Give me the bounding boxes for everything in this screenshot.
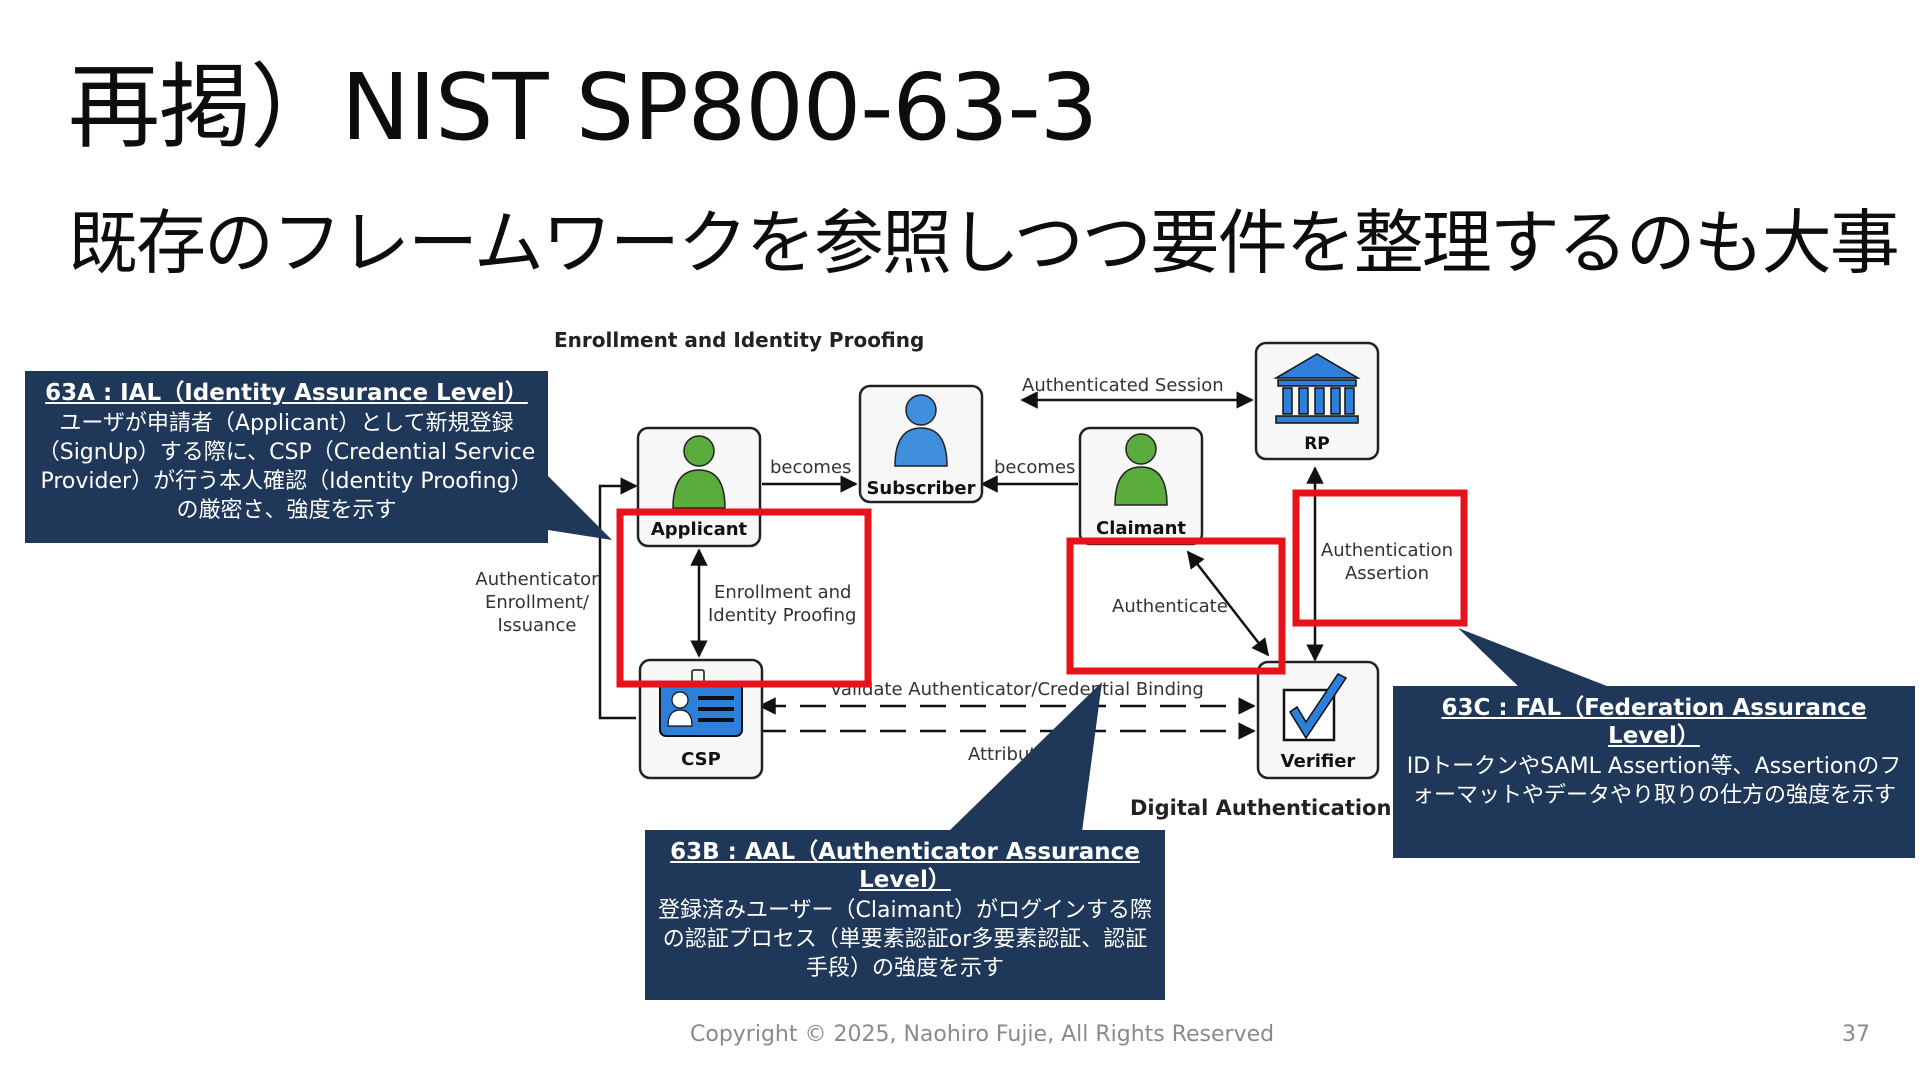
- node-csp: CSP: [638, 658, 764, 780]
- label-authentication-assertion-2: Assertion: [1345, 563, 1429, 584]
- page-number: 37: [1842, 1022, 1870, 1047]
- node-claimant: Claimant: [1078, 426, 1204, 546]
- section-label-digital-auth: Digital Authentication: [1130, 796, 1391, 820]
- node-subscriber: Subscriber: [858, 384, 984, 504]
- label-enrollment-proofing-1: Enrollment and: [714, 582, 851, 603]
- callout-ial: 63A : IAL（Identity Assurance Level） ユーザが…: [25, 371, 548, 543]
- label-authenticated-session: Authenticated Session: [1022, 375, 1224, 396]
- copyright-footer: Copyright © 2025, Naohiro Fujie, All Rig…: [690, 1022, 1275, 1047]
- bank-icon: [1273, 353, 1361, 424]
- label-authenticator-enrollment-2: Enrollment/: [485, 592, 590, 613]
- node-verifier: Verifier: [1256, 660, 1380, 780]
- person-body-icon: [1114, 466, 1168, 506]
- connectors: [598, 391, 1324, 740]
- person-body-icon: [894, 427, 948, 467]
- callout-aal-body: 登録済みユーザー（Claimant）がログインする際の認証プロセス（単要素認証o…: [657, 898, 1153, 981]
- highlight-aal: [1066, 537, 1286, 675]
- callout-pointers: [540, 468, 1612, 832]
- person-icon: [1125, 433, 1157, 465]
- callout-aal-heading: 63B : AAL（Authenticator Assurance Level）: [670, 839, 1140, 893]
- checkmark-icon: [1282, 673, 1348, 742]
- slide-subtitle: 既存のフレームワークを参照しつつ要件を整理するのも大事: [68, 202, 1900, 284]
- node-applicant: Applicant: [636, 426, 762, 548]
- node-label-applicant: Applicant: [651, 519, 748, 540]
- label-becomes-1: becomes: [770, 457, 851, 478]
- highlight-boxes: [616, 489, 1468, 688]
- label-enrollment-proofing-2: Identity Proofing: [708, 605, 856, 626]
- node-label-claimant: Claimant: [1096, 518, 1186, 539]
- label-becomes-2: becomes: [994, 457, 1075, 478]
- person-icon: [683, 435, 715, 467]
- slide-title: 再掲）NIST SP800-63-3: [68, 54, 1098, 161]
- node-label-subscriber: Subscriber: [866, 478, 975, 499]
- label-authentication-assertion-1: Authentication: [1321, 540, 1453, 561]
- node-label-rp: RP: [1304, 434, 1330, 454]
- callout-fal-body: IDトークンやSAML Assertion等、Assertionのフォーマットや…: [1406, 754, 1902, 808]
- node-rp: RP: [1254, 341, 1380, 461]
- node-label-verifier: Verifier: [1281, 751, 1356, 772]
- edge-csp-applicant-loop: [598, 477, 638, 720]
- callout-aal: 63B : AAL（Authenticator Assurance Level）…: [645, 830, 1165, 1000]
- label-authenticate: Authenticate: [1112, 596, 1228, 617]
- person-body-icon: [672, 469, 726, 509]
- label-authenticator-enrollment-1: Authenticator: [475, 569, 599, 590]
- callout-ial-heading: 63A : IAL（Identity Assurance Level）: [45, 380, 528, 406]
- pointer-63a: [540, 468, 612, 540]
- edge-claimant-verifier: [1186, 550, 1270, 657]
- callout-fal: 63C : FAL（Federation Assurance Level） ID…: [1393, 686, 1915, 858]
- pointer-63c: [1458, 628, 1612, 688]
- highlight-fal: [1292, 489, 1468, 627]
- section-label-enrollment: Enrollment and Identity Proofing: [554, 328, 924, 352]
- label-validate-binding: Validate Authenticator/Credential Bindin…: [830, 679, 1204, 700]
- highlight-ial: [616, 508, 872, 688]
- callout-ial-body: ユーザが申請者（Applicant）として新規登録（SignUp）する際に、CS…: [37, 411, 536, 523]
- node-label-csp: CSP: [681, 749, 721, 770]
- person-icon: [905, 394, 937, 426]
- label-authenticator-enrollment-3: Issuance: [498, 615, 577, 636]
- callout-fal-heading: 63C : FAL（Federation Assurance Level）: [1441, 695, 1867, 749]
- pointer-63b: [948, 682, 1102, 832]
